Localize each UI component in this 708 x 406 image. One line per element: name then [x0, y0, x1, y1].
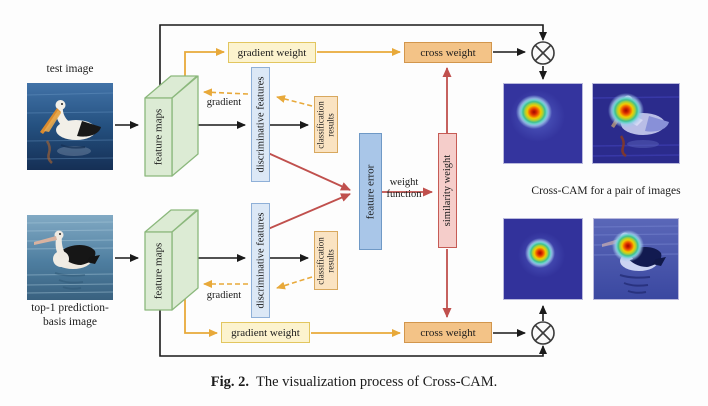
multiply-icon-top — [531, 41, 555, 65]
feature-maps-3d-box-top — [144, 75, 199, 177]
classification-results-node-top: classification results — [314, 96, 338, 153]
weight-function-label-line1: weight — [389, 177, 419, 188]
figure-caption-text: The visualization process of Cross-CAM. — [256, 374, 498, 390]
classification-results-label-top-line2: results — [326, 112, 337, 137]
gradient-dashed-arrows — [203, 88, 313, 290]
cam-overlay-basis — [593, 218, 679, 300]
cross-weight-node-top: cross weight — [404, 42, 492, 63]
gradient-weight-label-bottom: gradient weight — [231, 326, 300, 339]
basis-image-label-line1: top-1 prediction- — [31, 302, 109, 314]
red-arrows — [267, 67, 452, 318]
cam-heatmap-basis — [503, 218, 583, 300]
gradient-weight-node-bottom: gradient weight — [221, 322, 310, 343]
discriminative-features-label-bottom: discriminative features — [255, 212, 267, 309]
gradient-weight-label-top: gradient weight — [237, 46, 307, 59]
cam-overlay-test — [592, 83, 680, 164]
black-arrows — [115, 24, 547, 357]
similarity-weight-node: similarity weight — [438, 133, 457, 248]
cam-heatmap-test — [503, 83, 583, 164]
figure-caption-number: Fig. 2. — [210, 374, 250, 390]
gradient-arrow-label-bottom: gradient — [206, 290, 242, 301]
cross-weight-node-bottom: cross weight — [404, 322, 492, 343]
discriminative-features-node-bottom: discriminative features — [251, 203, 270, 318]
pair-caption: Cross-CAM for a pair of images — [531, 185, 681, 197]
test-image-label: test image — [46, 63, 94, 75]
classification-results-label-top-line1: classification — [316, 100, 327, 149]
feature-maps-node-bottom: feature maps — [145, 232, 172, 310]
classification-results-label-bottom-line2: results — [326, 248, 337, 273]
feature-error-node: feature error — [359, 133, 382, 250]
basis-image-photo — [27, 215, 113, 300]
feature-maps-node-top: feature maps — [145, 98, 172, 176]
similarity-weight-label: similarity weight — [442, 154, 454, 227]
feature-maps-label-bottom: feature maps — [152, 242, 165, 300]
feature-error-label: feature error — [364, 164, 377, 219]
basis-image-label-line2: basis image — [43, 316, 97, 328]
basis-pelican-illustration — [27, 215, 113, 300]
weight-function-label-line2: function — [386, 189, 422, 200]
basis-image-label: top-1 prediction- basis image — [8, 301, 132, 329]
gradient-arrow-label-top: gradient — [206, 97, 242, 108]
orange-arrows — [184, 48, 401, 337]
cross-weight-label-bottom: cross weight — [420, 326, 476, 339]
discriminative-features-label-top: discriminative features — [255, 76, 267, 173]
classification-results-label-bottom-line1: classification — [316, 236, 327, 285]
figure-caption: Fig. 2. The visualization process of Cros… — [0, 374, 708, 391]
multiply-icon-bottom — [531, 321, 555, 345]
feature-maps-label-top: feature maps — [152, 108, 165, 166]
cross-weight-label-top: cross weight — [420, 46, 476, 59]
classification-results-node-bottom: classification results — [314, 231, 338, 290]
test-pelican-illustration — [27, 83, 113, 170]
discriminative-features-node-top: discriminative features — [251, 67, 270, 182]
weight-function-label: weight function — [380, 177, 428, 201]
test-image-photo — [27, 83, 113, 170]
feature-maps-3d-box-bottom — [144, 209, 199, 311]
gradient-weight-node-top: gradient weight — [228, 42, 316, 63]
